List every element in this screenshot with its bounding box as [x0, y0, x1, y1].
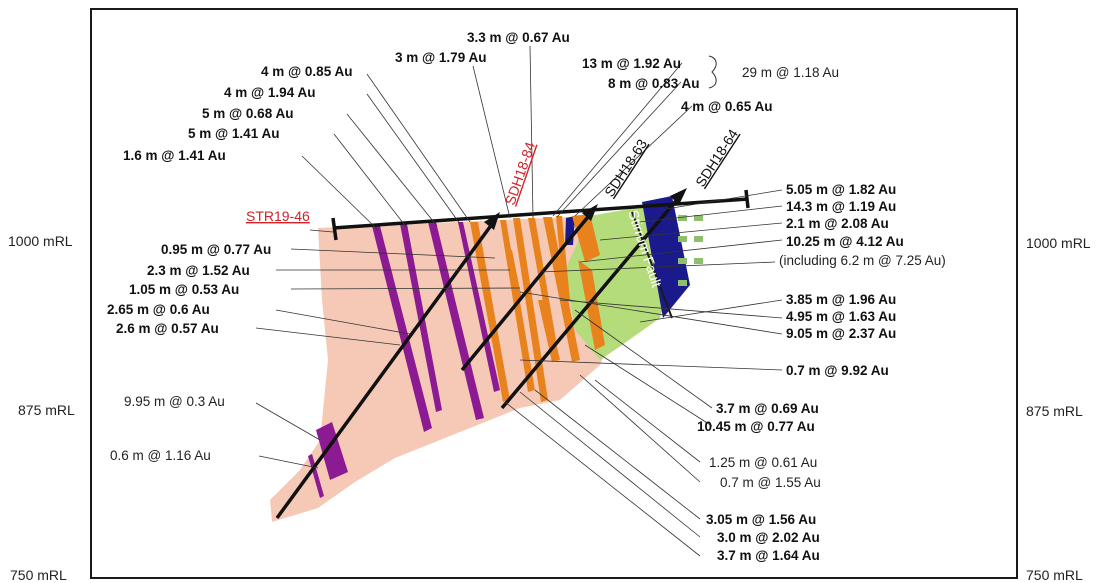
rl-750-right: 750 mRL: [1026, 567, 1083, 583]
purple-dykes: [308, 222, 500, 498]
intercept-label: 0.6 m @ 1.16 Au: [110, 448, 211, 463]
rl-1000-left: 1000 mRL: [8, 233, 73, 249]
intercept-label: 9.05 m @ 2.37 Au: [786, 326, 896, 341]
intercept-label: 3.7 m @ 1.64 Au: [717, 548, 820, 563]
intercept-label: 3.7 m @ 0.69 Au: [716, 401, 819, 416]
intercept-label: 3.3 m @ 0.67 Au: [467, 30, 570, 45]
intercept-label: 3 m @ 1.79 Au: [395, 50, 486, 65]
intercept-label: 4.95 m @ 1.63 Au: [786, 309, 896, 324]
intercept-label: 4 m @ 1.94 Au: [224, 85, 315, 100]
intercept-label: 0.95 m @ 0.77 Au: [161, 242, 271, 257]
host-rock-unit: [270, 216, 622, 522]
section-end-right: [744, 189, 750, 209]
intercept-note: (including 6.2 m @ 7.25 Au): [779, 253, 946, 268]
intercept-label: 3.05 m @ 1.56 Au: [706, 512, 816, 527]
intercept-label: 14.3 m @ 1.19 Au: [786, 199, 896, 214]
intercept-label: 4 m @ 0.85 Au: [261, 64, 352, 79]
intercept-label: 2.6 m @ 0.57 Au: [116, 321, 219, 336]
rl-750-left: 750 mRL: [10, 567, 67, 583]
intercept-label: 5 m @ 0.68 Au: [202, 106, 293, 121]
intercept-label: 1.05 m @ 0.53 Au: [129, 282, 239, 297]
leader-lines: [255, 45, 783, 557]
intercept-label: 10.45 m @ 0.77 Au: [697, 419, 815, 434]
hole-label-sdh18-63: SDH18-63: [601, 136, 650, 200]
intercept-label: 1.25 m @ 0.61 Au: [709, 455, 817, 470]
intercept-label: 9.95 m @ 0.3 Au: [124, 394, 225, 409]
rl-1000-right: 1000 mRL: [1026, 235, 1091, 251]
rl-875-left: 875 mRL: [18, 402, 75, 418]
intercept-label: 2.65 m @ 0.6 Au: [107, 302, 210, 317]
rl-875-right: 875 mRL: [1026, 403, 1083, 419]
section-end-left: [331, 217, 338, 241]
intercept-label: 0.7 m @ 9.92 Au: [786, 363, 889, 378]
intercept-total-label: 29 m @ 1.18 Au: [742, 65, 839, 80]
intercept-label: 4 m @ 0.65 Au: [681, 99, 772, 114]
hole-label-sdh18-64: SDH18-64: [692, 126, 741, 190]
intercept-label: 5.05 m @ 1.82 Au: [786, 182, 896, 197]
section-frame: [90, 8, 1018, 579]
intercept-label: 3.85 m @ 1.96 Au: [786, 292, 896, 307]
intercept-label: 3.0 m @ 2.02 Au: [717, 530, 820, 545]
hole-label-str19-46: STR19-46: [246, 208, 310, 224]
intercept-label: 0.7 m @ 1.55 Au: [720, 475, 821, 490]
intercept-label: 8 m @ 0.83 Au: [608, 76, 699, 91]
intercept-label: 10.25 m @ 4.12 Au: [786, 234, 904, 249]
intercept-label: 5 m @ 1.41 Au: [188, 126, 279, 141]
fault-line: [631, 211, 673, 319]
intercept-label: 2.1 m @ 2.08 Au: [786, 216, 889, 231]
intercept-label: 1.6 m @ 1.41 Au: [123, 148, 226, 163]
fault-block-dashes: [678, 215, 703, 286]
intercept-label: 2.3 m @ 1.52 Au: [147, 263, 250, 278]
intercept-label: 13 m @ 1.92 Au: [582, 56, 681, 71]
